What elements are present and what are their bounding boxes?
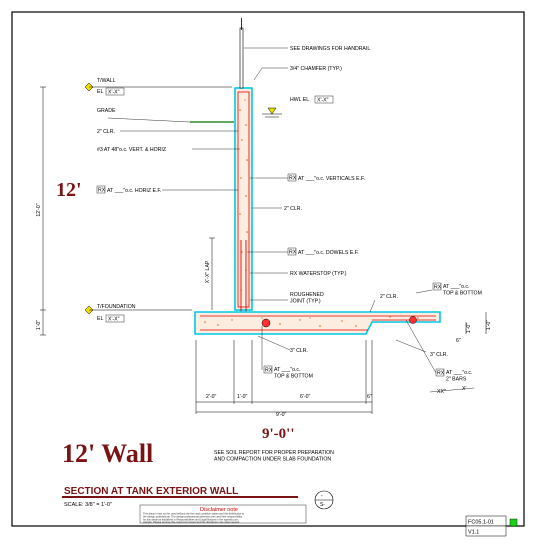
- hwl-label: HWL EL: [290, 97, 309, 103]
- disclaimer-line: the design professional. The design prof…: [143, 515, 243, 519]
- rebar-circle: [409, 316, 417, 324]
- dim-6in: 6": [367, 394, 372, 400]
- hwl-symbol: [262, 107, 282, 118]
- rx-tag: RX: [289, 250, 297, 256]
- tfound-label: T/FOUNDATION: [97, 304, 136, 310]
- disclaimer-title: Disclaimer note: [200, 507, 238, 513]
- dimension-text: 12'-0" 12' 1'-0" X'-X" LAP 2'-0" 1'-0" 6…: [36, 179, 492, 442]
- handrail-note: SEE DRAWINGS FOR HANDRAIL: [290, 46, 370, 52]
- section-title: SECTION AT TANK EXTERIOR WALL: [64, 486, 238, 497]
- dim-slab-thick: 1'-0": [466, 323, 472, 333]
- dim-6-0: 6'-0": [300, 394, 310, 400]
- dim-right-thick: 1'-0": [486, 320, 492, 330]
- xx-tag: XX": [437, 389, 446, 395]
- disclaimer-line: website. Please remove this notice box b…: [143, 520, 240, 524]
- dim-1-0: 1'-0": [237, 394, 247, 400]
- twall-el: EL: [97, 89, 103, 95]
- dim-wall-height: 12'-0": [36, 203, 42, 216]
- drawing-border: [11, 11, 525, 527]
- handrail-post: [239, 18, 244, 89]
- dim-lap: X'-X" LAP: [205, 260, 211, 283]
- tfound-tag: X'-X": [108, 317, 120, 323]
- rebar-circle: [261, 318, 271, 328]
- section-bottom: S-: [320, 502, 325, 508]
- clr-3-b: 3" CLR.: [430, 352, 448, 358]
- dowels-note: AT ___"o.c. DOWELS E.F.: [298, 250, 359, 256]
- disclaimer-line: This datum must not be used without the …: [143, 512, 245, 516]
- top-bottom-left: AT ___"o.c.TOP & BOTTOM: [274, 367, 313, 380]
- twall-label: T/WALL: [97, 78, 116, 84]
- chamfer-note: 3/4" CHAMFER (TYP.): [290, 66, 342, 72]
- dim-6in-right: 6": [456, 338, 461, 344]
- dim-found-thick: 1'-0": [36, 320, 42, 330]
- leader-lines: [107, 47, 475, 393]
- bars-note: AT ___"o.c.2" BARS: [446, 370, 472, 383]
- foundation-slab: [194, 311, 441, 335]
- rx-tag: RX: [437, 371, 445, 377]
- top-bottom-right: AT ___"o.c.TOP & BOTTOM: [443, 284, 482, 297]
- dim-2-0: 2'-0": [206, 394, 216, 400]
- twall-tag: X'-X": [108, 90, 120, 96]
- horiz-note: AT ___"o.c. HORIZ E.F.: [107, 188, 161, 194]
- dim-9-0-big: 9'-0'': [262, 426, 295, 442]
- sheet-code: FC05.1-01: [468, 520, 494, 526]
- grade-label: GRADE: [97, 108, 116, 114]
- clr-2-slab: 2" CLR.: [380, 294, 398, 300]
- status-square: [509, 518, 518, 527]
- section-top: -: [321, 493, 323, 499]
- clr-3-a: 3" CLR.: [290, 348, 308, 354]
- disclaimer-box: [139, 504, 307, 524]
- rx-tag: RX: [98, 188, 106, 194]
- rx-tag: RX: [265, 368, 273, 374]
- scale-label: SCALE: 3/8" = 1'-0": [64, 502, 112, 508]
- verticals-note: AT ___"o.c. VERTICALS E.F.: [298, 176, 365, 182]
- rx-tag: RX: [434, 285, 442, 291]
- disclaimer-line: for this detail as explained in Responsi…: [143, 518, 238, 522]
- dim-wall-height-big: 12': [56, 179, 82, 201]
- dimension-lines: [40, 86, 487, 414]
- concrete-wall: [234, 87, 253, 328]
- waterstop-note: RX WATERSTOP (TYP.): [290, 271, 347, 277]
- clr-2-top: 2" CLR.: [97, 129, 115, 135]
- x-tag: X': [462, 386, 466, 392]
- bar3-note: #3 AT 48"o.c. VERT. & HORIZ: [97, 147, 166, 153]
- dim-9-0: 9'-0": [276, 412, 286, 418]
- rx-tag: RX: [289, 176, 297, 182]
- clr-2-mid: 2" CLR.: [284, 206, 302, 212]
- version: V1.1: [468, 530, 479, 536]
- hwl-tag: X'-X": [317, 98, 329, 104]
- callouts: SEE DRAWINGS FOR HANDRAIL 3/4" CHAMFER (…: [96, 46, 482, 463]
- tfound-el: EL: [97, 316, 103, 322]
- title-block: SECTION AT TANK EXTERIOR WALL SCALE: 3/8…: [62, 486, 518, 537]
- wall-label: 12' Wall: [62, 439, 153, 468]
